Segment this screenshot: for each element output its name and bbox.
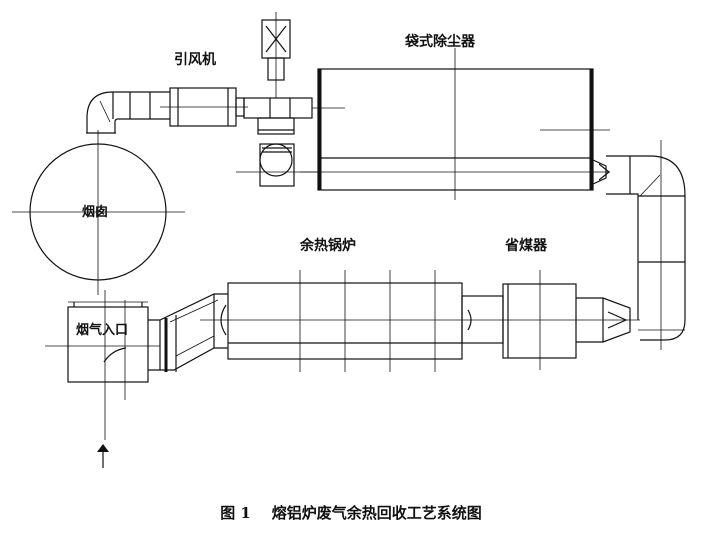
flue-inlet-label: 烟气入口 [76,323,129,338]
fan-symbol [160,12,345,187]
baghouse-label: 袋式除尘器 [405,34,475,50]
chimney-elbow-duct [86,91,170,134]
chimney-symbol [12,130,185,295]
figure-caption: 图 1 熔铝炉废气余热回收工艺系统图 [0,502,702,523]
boiler-economizer-pipe [461,295,504,344]
economizer-label: 省煤器 [505,238,547,254]
inlet-flow-arrow [97,444,109,452]
chimney-label: 烟囱 [82,205,109,220]
waste-heat-boiler-label: 余热锅炉 [300,238,356,254]
baghouse-symbol [300,48,610,200]
fan-label: 引风机 [174,52,216,68]
economizer-symbol [470,270,640,370]
figure-title: 熔铝炉废气余热回收工艺系统图 [271,504,482,522]
flue-inlet-symbol [45,290,160,468]
return-duct [606,140,686,350]
waste-heat-boiler-symbol [200,270,470,372]
inlet-transition-duct [148,293,228,372]
figure-number: 图 1 [220,504,251,522]
